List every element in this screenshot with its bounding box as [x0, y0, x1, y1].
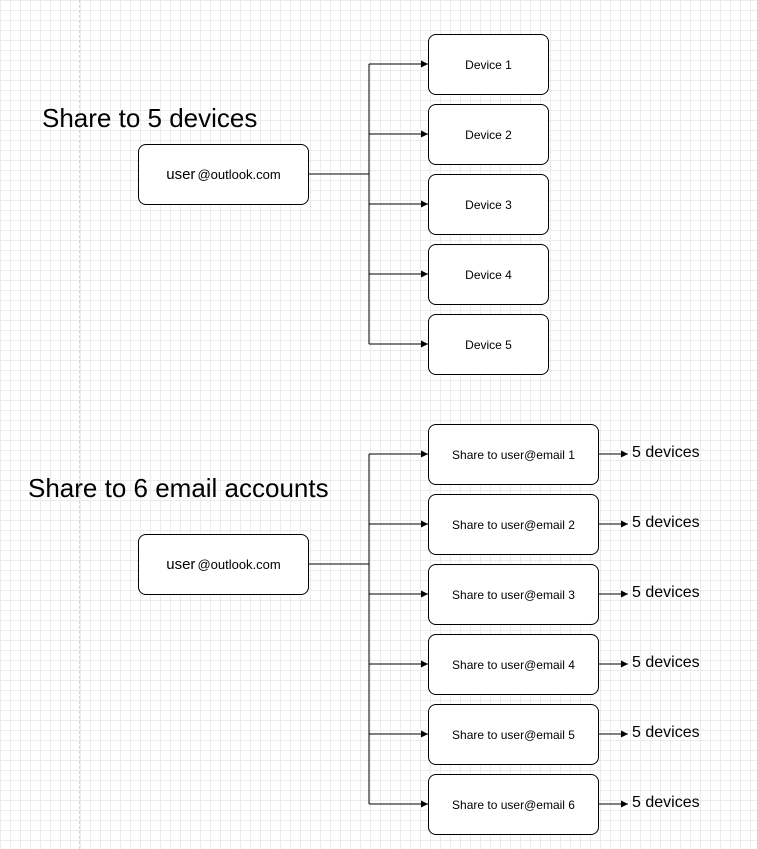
user-account-node-2[interactable]: user@outlook.com	[138, 534, 309, 595]
device-node-4[interactable]: Device 4	[428, 244, 549, 305]
user-account-node[interactable]: user@outlook.com	[138, 144, 309, 205]
device-node-1[interactable]: Device 1	[428, 34, 549, 95]
user-prefix: user	[166, 556, 196, 573]
share-account-node-3[interactable]: Share to user@email 3	[428, 564, 599, 625]
page-guide-line	[79, 0, 80, 849]
share-account-node-4[interactable]: Share to user@email 4	[428, 634, 599, 695]
result-label: 5 devices	[632, 444, 700, 461]
result-label: 5 devices	[632, 584, 700, 601]
device-node-3[interactable]: Device 3	[428, 174, 549, 235]
share-account-node-2[interactable]: Share to user@email 2	[428, 494, 599, 555]
result-label: 5 devices	[632, 654, 700, 671]
result-label: 5 devices	[632, 514, 700, 531]
share-account-node-5[interactable]: Share to user@email 5	[428, 704, 599, 765]
user-prefix: user	[166, 166, 196, 183]
user-domain: @outlook.com	[197, 557, 281, 572]
user-domain: @outlook.com	[197, 167, 281, 182]
share-account-node-1[interactable]: Share to user@email 1	[428, 424, 599, 485]
share-account-node-6[interactable]: Share to user@email 6	[428, 774, 599, 835]
device-node-2[interactable]: Device 2	[428, 104, 549, 165]
result-label: 5 devices	[632, 724, 700, 741]
section1-heading: Share to 5 devices	[42, 103, 258, 133]
device-node-5[interactable]: Device 5	[428, 314, 549, 375]
section2-heading: Share to 6 email accounts	[28, 473, 329, 503]
result-label: 5 devices	[632, 794, 700, 811]
